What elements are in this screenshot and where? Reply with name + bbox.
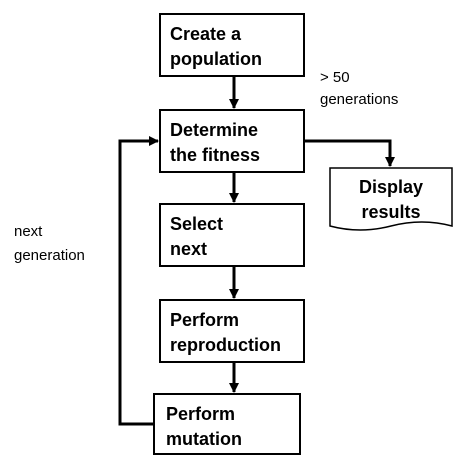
node-create-population-line2: population bbox=[170, 49, 262, 69]
node-perform-reproduction: Perform reproduction bbox=[159, 299, 305, 363]
node-create-population-line1: Create a bbox=[170, 24, 242, 44]
node-create-population: Create a population bbox=[159, 13, 305, 77]
node-select-next-line2: next bbox=[170, 239, 207, 259]
node-determine-fitness-line1: Determine bbox=[170, 120, 258, 140]
edge-label-loop-line2: generation bbox=[14, 247, 85, 264]
arrow-loop-next-generation bbox=[118, 136, 159, 426]
edge-label-loop: next generation bbox=[14, 223, 85, 264]
node-select-next-line1: Select bbox=[170, 214, 223, 234]
node-display-results-line2: results bbox=[361, 202, 420, 222]
node-select-next: Select next bbox=[159, 203, 305, 267]
node-display-results-line1: Display bbox=[359, 177, 423, 197]
edge-label-generations-condition: > 50 generations bbox=[320, 69, 398, 108]
edge-label-generations-line1: > 50 bbox=[320, 69, 350, 86]
edge-label-generations-line2: generations bbox=[320, 91, 398, 108]
node-perform-reproduction-line1: Perform bbox=[170, 310, 239, 330]
node-determine-fitness-line2: the fitness bbox=[170, 145, 260, 165]
edge-label-loop-line1: next bbox=[14, 223, 43, 240]
node-perform-mutation: Perform mutation bbox=[153, 393, 301, 455]
node-perform-mutation-line2: mutation bbox=[166, 429, 242, 449]
node-display-results: Display results bbox=[329, 167, 453, 231]
node-determine-fitness: Determine the fitness bbox=[159, 109, 305, 173]
arrow-fitness-to-display bbox=[304, 139, 395, 167]
node-perform-mutation-line1: Perform bbox=[166, 404, 235, 424]
node-perform-reproduction-line2: reproduction bbox=[170, 335, 281, 355]
